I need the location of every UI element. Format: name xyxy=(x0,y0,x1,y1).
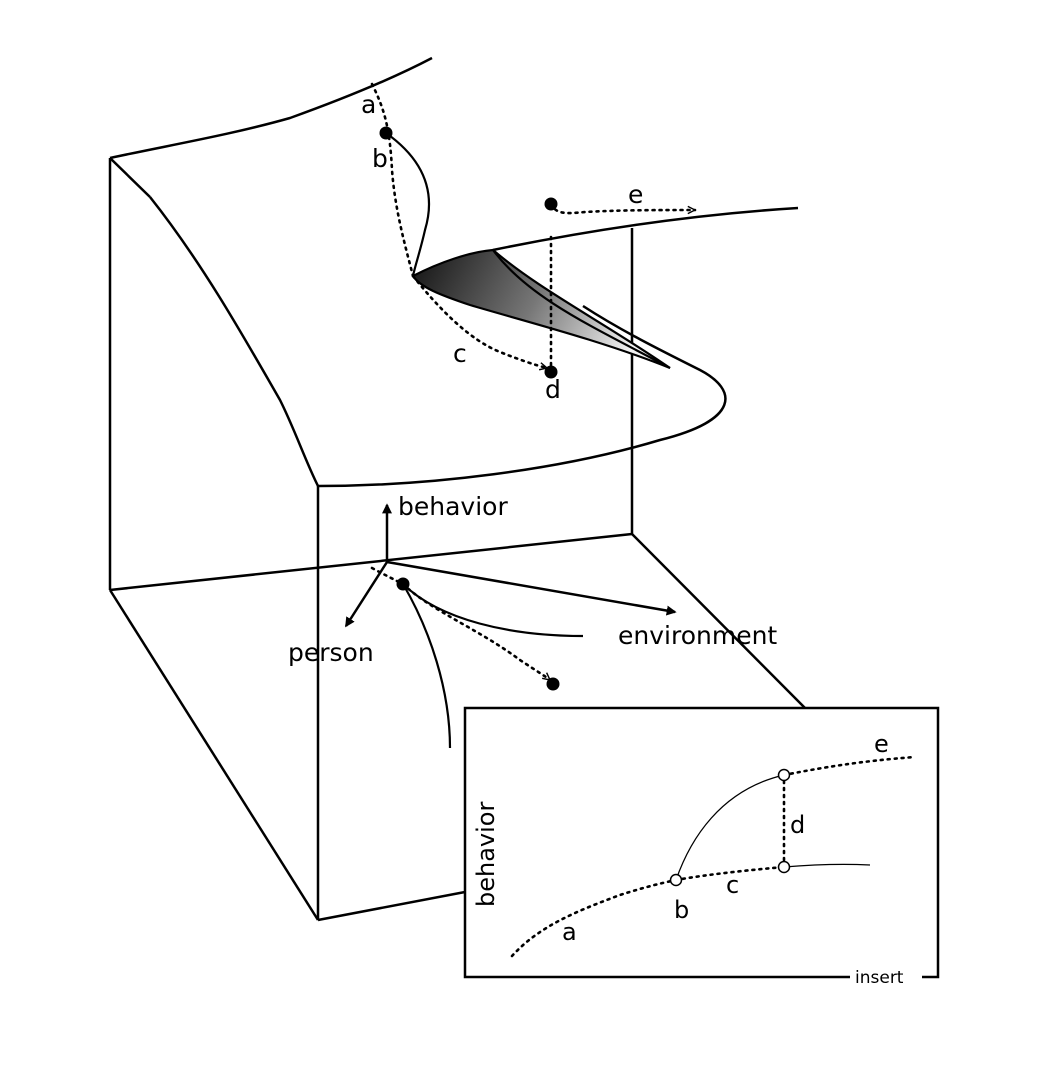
point-d xyxy=(544,365,558,379)
insert-curve-a xyxy=(510,878,678,958)
upper-sheet-edge xyxy=(492,206,799,252)
label-b: b xyxy=(372,144,388,173)
path-c-dotted xyxy=(411,274,547,368)
insert-point-upper xyxy=(777,768,791,782)
insert-curve-c xyxy=(674,865,786,882)
base-right-edge xyxy=(631,533,806,709)
cusp-projection-right xyxy=(402,583,584,638)
point-b xyxy=(379,126,393,140)
block-bottom-front-edge xyxy=(317,890,466,922)
path-b-solid xyxy=(385,132,431,277)
block-top-left-edge xyxy=(109,157,151,198)
insert-label-b: b xyxy=(674,896,689,924)
cusp-projection-left xyxy=(402,583,452,749)
insert-label-a: a xyxy=(562,918,577,946)
label-c: c xyxy=(453,339,467,368)
insert-tag: insert xyxy=(855,968,904,988)
insert-label-e: e xyxy=(874,730,889,758)
point-e xyxy=(544,197,558,211)
label-e: e xyxy=(628,180,643,209)
label-d: d xyxy=(545,375,561,404)
insert-point-lower xyxy=(777,860,791,874)
insert-frame xyxy=(463,706,940,979)
axis-label-person: person xyxy=(288,638,374,667)
surface-back-edge xyxy=(109,56,433,160)
insert-point-b xyxy=(669,873,683,887)
lower-sheet-edge xyxy=(317,304,727,488)
insert-curve-lower-tail xyxy=(783,863,871,868)
label-a: a xyxy=(361,90,376,119)
path-e-dotted xyxy=(549,202,697,215)
surface-left-slope xyxy=(149,196,320,487)
surface-outline xyxy=(108,56,806,922)
insert-curve-upper-branch xyxy=(675,774,785,881)
path-a-dotted xyxy=(370,82,415,278)
insert-panel: insert behavior a b c d e xyxy=(463,706,940,988)
insert-curve-e xyxy=(782,755,917,777)
base-plane-back-edge xyxy=(109,532,633,592)
insert-ylabel: behavior xyxy=(472,802,500,907)
insert-label-c: c xyxy=(726,871,739,899)
insert-label-d: d xyxy=(790,811,805,839)
environment-axis-arrow xyxy=(386,560,677,616)
axis-label-environment: environment xyxy=(618,621,777,650)
person-axis-arrow xyxy=(344,561,389,628)
axis-label-behavior: behavior xyxy=(398,492,508,521)
fold-inner-edge xyxy=(492,249,671,369)
block-bottom-left-edge xyxy=(108,589,320,921)
